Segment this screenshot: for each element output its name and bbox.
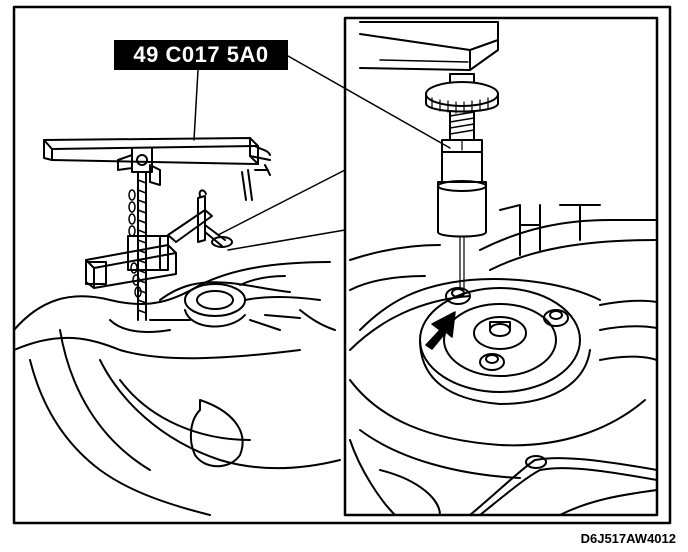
figure-id: D6J517AW4012 [580, 531, 676, 546]
overview-scene [13, 69, 341, 516]
tool-number-label: 49 C017 5A0 [114, 40, 288, 70]
detail-panel-frame [343, 16, 659, 517]
detail-callout-lines [217, 169, 346, 251]
arrow-up-right-icon [425, 311, 456, 350]
leader-line [193, 69, 199, 141]
detail-scene [349, 21, 658, 516]
outer-frame [12, 5, 672, 525]
label-to-detail-leader [287, 55, 451, 149]
